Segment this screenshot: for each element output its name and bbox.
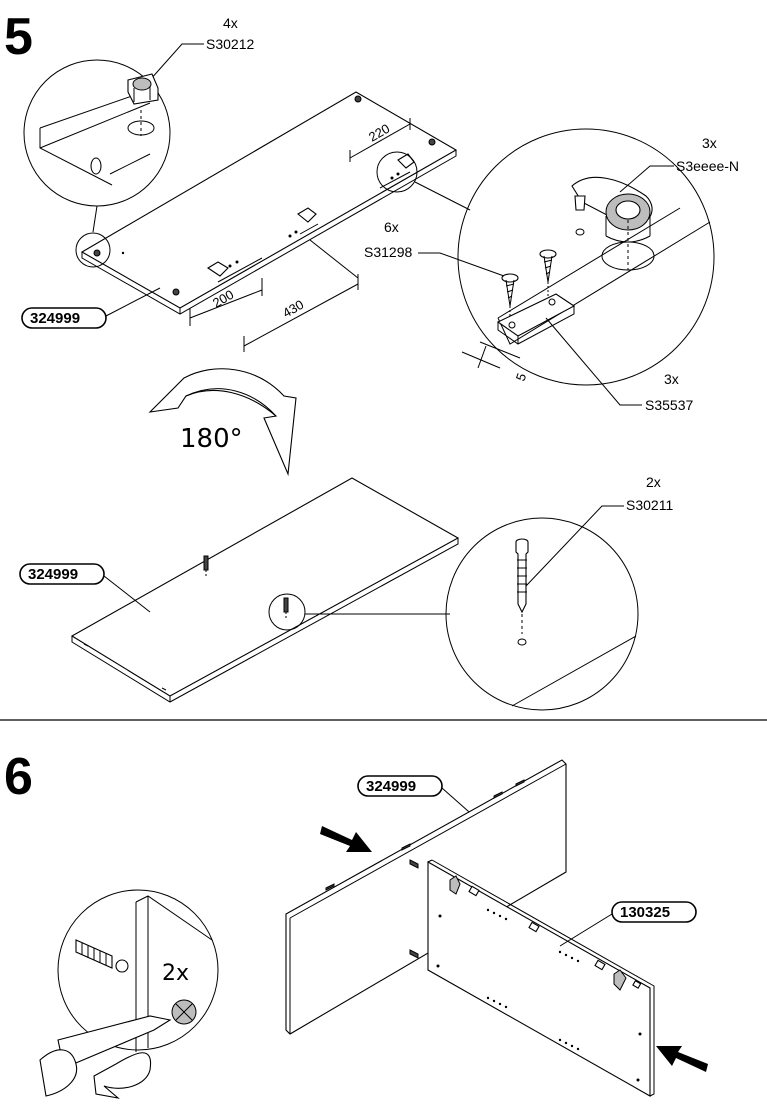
shelf-panel-top bbox=[80, 91, 458, 315]
insert-arrow-right-icon bbox=[656, 1046, 708, 1072]
shelf-panel-bottom bbox=[70, 477, 460, 703]
hw-cam-leader bbox=[149, 43, 204, 81]
hw-eccentric-leader bbox=[619, 165, 674, 193]
hw-screw-leader bbox=[418, 252, 505, 277]
hw-plate-code: S35537 bbox=[645, 397, 693, 413]
panel-label-324999-bottom: 324999 bbox=[19, 563, 151, 613]
marker-circle-dowel bbox=[268, 593, 306, 631]
hw-dowel-qty: 2x bbox=[646, 474, 661, 490]
svg-text:130325: 130325 bbox=[620, 904, 670, 921]
hw-cam-code: S30212 bbox=[206, 36, 254, 52]
detail-cam-connector bbox=[92, 205, 98, 233]
screw-icon bbox=[501, 273, 519, 318]
detail-circle-cam-tighten bbox=[39, 889, 219, 1099]
detail-circle-dowel bbox=[445, 517, 639, 711]
svg-text:324999: 324999 bbox=[28, 566, 78, 583]
detail-qty-2x: 2x bbox=[162, 961, 189, 986]
hw-eccentric-qty: 3x bbox=[702, 135, 717, 151]
step-5-number: 5 bbox=[4, 8, 33, 66]
panel-130325 bbox=[427, 859, 655, 1097]
rotation-label: 180° bbox=[180, 424, 243, 454]
hw-screw-qty: 6x bbox=[384, 219, 399, 235]
panel-label-324999-top: 324999 bbox=[21, 287, 161, 329]
panel-label-130325: 130325 bbox=[559, 901, 697, 947]
marker-circle-left bbox=[75, 232, 111, 268]
svg-text:324999: 324999 bbox=[30, 310, 80, 327]
svg-text:430: 430 bbox=[280, 297, 306, 321]
insert-arrow-left-icon bbox=[320, 826, 372, 852]
dowel-icon bbox=[75, 939, 129, 973]
marker-circle-right bbox=[376, 151, 418, 193]
rotate-180-icon bbox=[148, 368, 297, 477]
hw-dowel-code: S30211 bbox=[626, 497, 673, 513]
dowel-icon bbox=[515, 538, 529, 646]
svg-text:324999: 324999 bbox=[366, 778, 416, 795]
dimension-5: 5 bbox=[513, 371, 530, 383]
dowel-icon bbox=[409, 859, 419, 959]
detail-connector-right bbox=[414, 181, 471, 211]
panel-324999-standing bbox=[285, 759, 567, 1035]
detail-circle-eccentric bbox=[457, 128, 715, 386]
rotate-clockwise-icon bbox=[93, 1052, 152, 1099]
svg-text:200: 200 bbox=[210, 287, 236, 311]
hw-plate-leader bbox=[545, 317, 642, 406]
hw-screw-code: S31298 bbox=[364, 244, 412, 260]
hw-dowel-leader bbox=[525, 505, 624, 587]
cam-lock-icon bbox=[171, 999, 197, 1025]
detail-circle-cam-lock bbox=[23, 59, 171, 207]
panel-label-324999-step6: 324999 bbox=[357, 775, 495, 835]
step-6-number: 6 bbox=[4, 748, 33, 806]
hw-plate-qty: 3x bbox=[664, 371, 679, 387]
hw-eccentric-code: S3eeee-N bbox=[676, 158, 739, 174]
hw-cam-qty: 4x bbox=[223, 15, 238, 31]
screw-icon bbox=[539, 249, 557, 296]
screwdriver-icon bbox=[39, 1015, 172, 1097]
